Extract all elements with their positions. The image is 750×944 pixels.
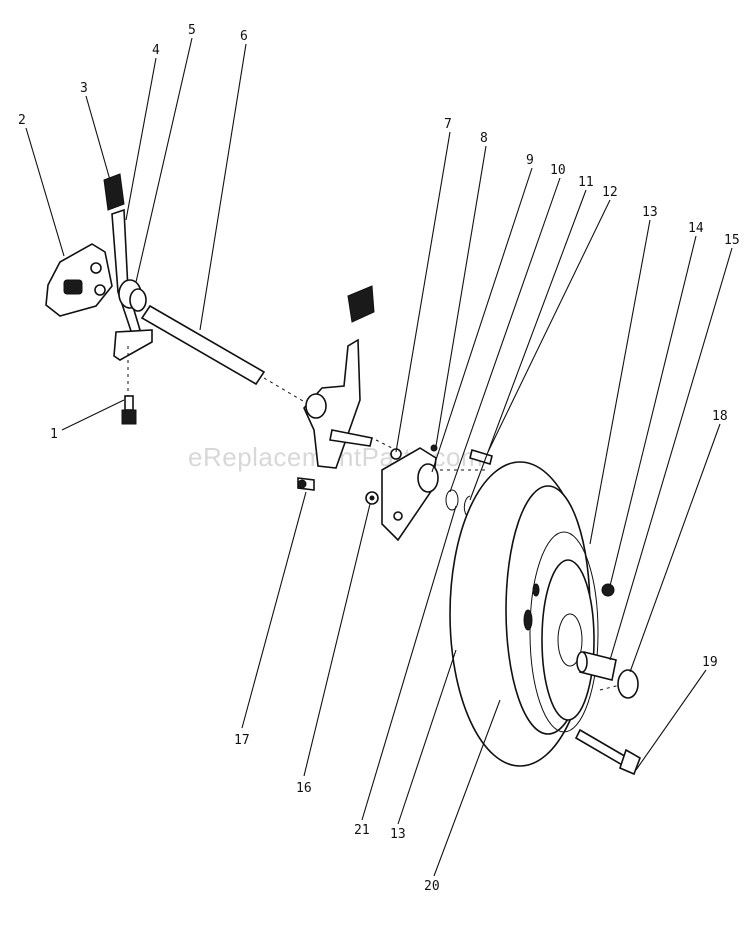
leader-lines [25, 37, 733, 877]
callout-11: 11 [578, 175, 594, 190]
callout-2: 2 [18, 113, 26, 128]
bolt-12 [469, 448, 493, 466]
callout-13: 13 [642, 205, 658, 220]
callout-1: 1 [50, 427, 58, 442]
callout-17: 17 [234, 733, 250, 748]
bushing-left [118, 279, 147, 312]
callout-16: 16 [296, 781, 312, 796]
washer-18 [617, 669, 639, 699]
callout-15: 15 [724, 233, 740, 248]
bolt-17 [297, 477, 315, 491]
bolt-19 [574, 728, 641, 776]
callout-13-lower: 13 [390, 827, 406, 842]
bracket-plate-left [45, 243, 113, 317]
plate-right [381, 447, 439, 542]
callout-4: 4 [152, 43, 160, 58]
lever-arm-left [103, 173, 153, 361]
callout-10: 10 [550, 163, 566, 178]
centerline-1 [263, 377, 309, 405]
shaft [140, 304, 266, 386]
bracket-center [303, 285, 375, 469]
callout-19: 19 [702, 655, 718, 670]
callout-9: 9 [526, 153, 534, 168]
nut-16 [365, 491, 379, 505]
bolt-1 [121, 395, 137, 425]
callout-21: 21 [354, 823, 370, 838]
callout-12: 12 [602, 185, 618, 200]
callout-20: 20 [424, 879, 440, 894]
callout-8: 8 [480, 131, 488, 146]
nut-14 [601, 583, 615, 597]
spacer-15 [576, 651, 617, 681]
callout-5: 5 [188, 23, 196, 38]
callout-3: 3 [80, 81, 88, 96]
callout-labels: 1 2 3 4 5 6 7 8 9 10 11 12 13 14 15 16 1… [18, 23, 740, 894]
callout-6: 6 [240, 29, 248, 44]
wheel-assembly [449, 461, 599, 767]
callout-14: 14 [688, 221, 704, 236]
callout-18: 18 [712, 409, 728, 424]
callout-7: 7 [444, 117, 452, 132]
nut-8 [430, 444, 438, 452]
